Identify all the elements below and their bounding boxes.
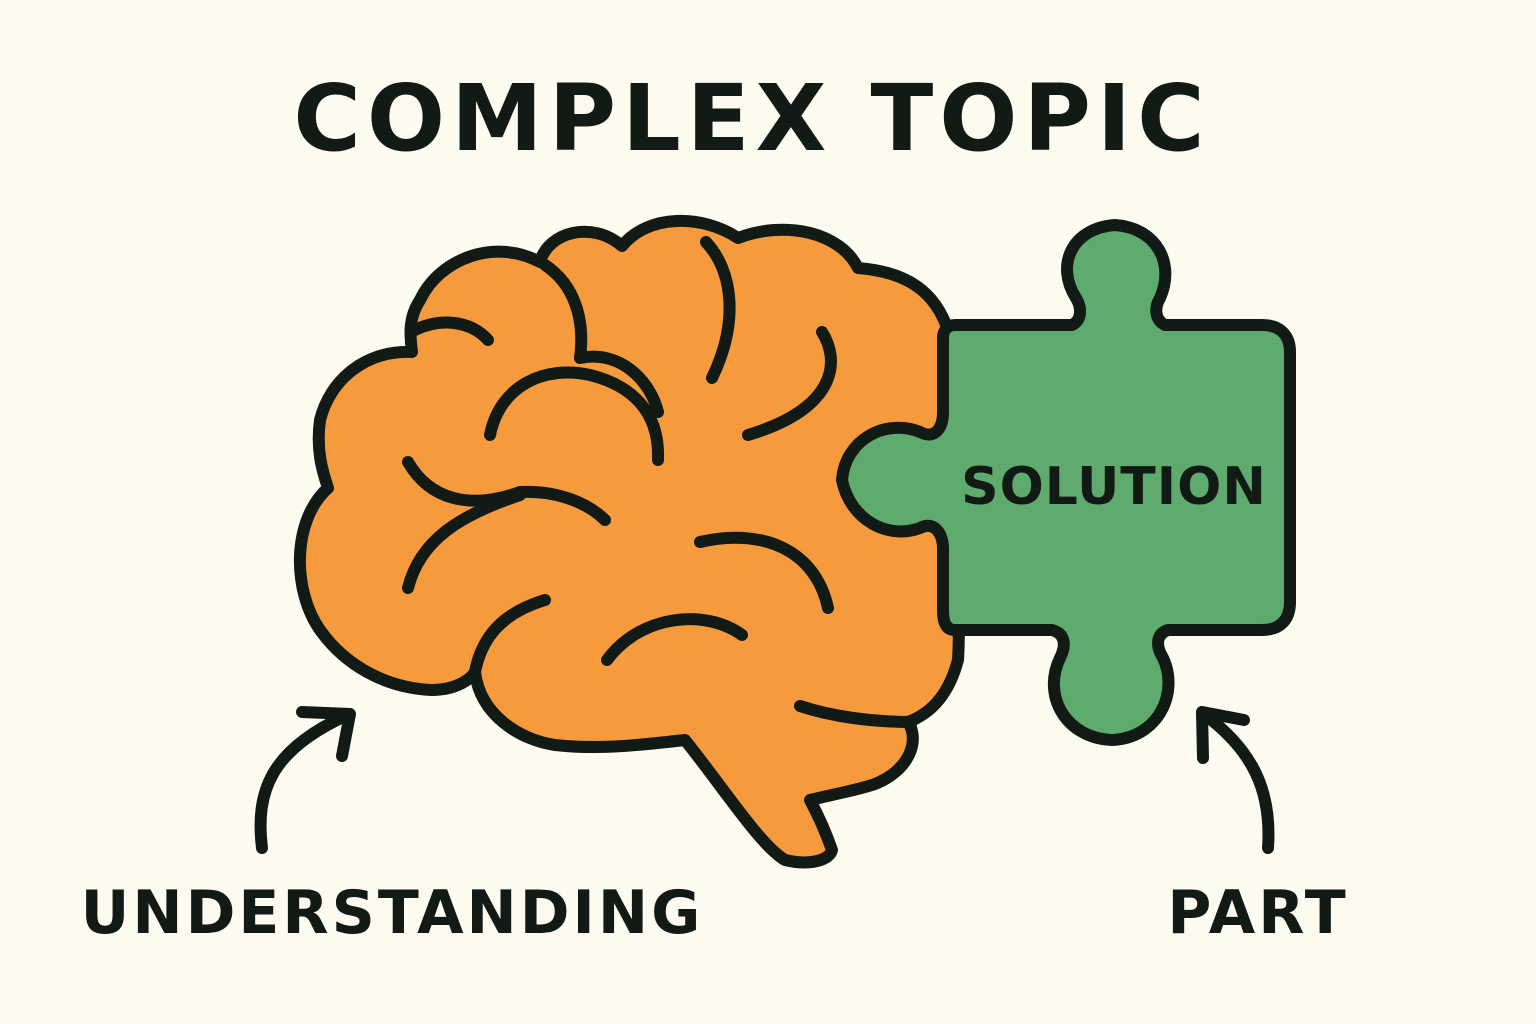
brain-fold (469, 594, 551, 678)
puzzle-piece-label: SOLUTION (961, 457, 1267, 517)
left-arrow-shaft (254, 710, 351, 854)
brain-fold (402, 489, 526, 594)
brain-fold (574, 350, 664, 418)
brain-fold (409, 316, 494, 346)
brain-fold (700, 236, 736, 384)
brain-fold (601, 613, 748, 666)
brain-fold (484, 366, 665, 466)
diagram-title: COMPLEX TOPIC (293, 65, 1210, 172)
brain-fold (694, 531, 834, 614)
brain-outline (293, 215, 965, 869)
brain-fold (794, 700, 918, 728)
left-arrow (254, 706, 356, 854)
brain-fold (539, 259, 588, 364)
puzzle-piece: SOLUTION (836, 219, 1296, 746)
right-arrow (1196, 706, 1275, 854)
brain-illustration (293, 215, 965, 869)
understanding-label: UNDERSTANDING (81, 878, 704, 948)
right-arrow-shaft (1199, 709, 1275, 854)
part-label: PART (1167, 878, 1348, 948)
right-arrow-head (1196, 706, 1250, 764)
puzzle-piece-shape (836, 219, 1296, 746)
brain-fold (742, 326, 837, 441)
left-arrow-head (296, 706, 356, 762)
